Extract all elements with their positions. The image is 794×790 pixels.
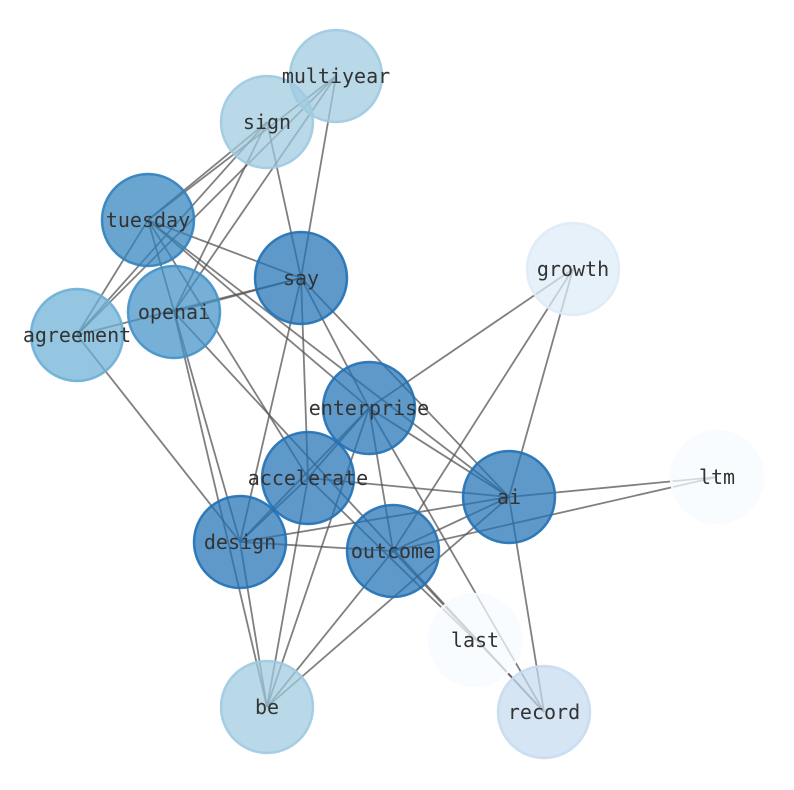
node-be: [219, 659, 315, 755]
edge-tuesday-ai: [147, 219, 510, 498]
node-growth: [525, 221, 621, 317]
node-ai: [461, 449, 557, 545]
node-label-accelerate: accelerate: [248, 466, 368, 490]
node-label-last: last: [451, 628, 499, 652]
node-label-openai: openai: [138, 300, 210, 324]
edge-outcome-ltm: [392, 476, 718, 552]
node-label-be: be: [255, 695, 279, 719]
node-label-ltm: ltm: [699, 465, 735, 489]
edge-outcome-growth: [392, 268, 574, 552]
node-openai: [126, 264, 222, 360]
node-label-tuesday: tuesday: [106, 208, 190, 232]
edge-ai-be: [266, 496, 510, 708]
edge-enterprise-be: [266, 407, 370, 708]
node-label-ai: ai: [497, 485, 521, 509]
edge-tuesday-enterprise: [147, 219, 370, 409]
node-multiyear: [288, 28, 384, 124]
node-label-outcome: outcome: [351, 539, 435, 563]
node-label-say: say: [283, 266, 319, 290]
node-ltm: [669, 429, 765, 525]
node-label-enterprise: enterprise: [309, 396, 429, 420]
node-outcome: [345, 503, 441, 599]
node-sign: [219, 74, 315, 170]
node-label-growth: growth: [537, 257, 609, 281]
node-enterprise: [321, 360, 417, 456]
node-record: [496, 664, 592, 760]
edge-tuesday-accelerate: [147, 219, 309, 479]
node-label-multiyear: multiyear: [282, 64, 390, 88]
node-tuesday: [100, 172, 196, 268]
node-say: [253, 230, 349, 326]
node-design: [192, 494, 288, 590]
node-label-agreement: agreement: [23, 323, 131, 347]
node-label-sign: sign: [243, 110, 291, 134]
node-accelerate: [260, 430, 356, 526]
node-label-record: record: [508, 700, 580, 724]
node-last: [427, 592, 523, 688]
node-label-design: design: [204, 530, 276, 554]
node-agreement: [29, 287, 125, 383]
